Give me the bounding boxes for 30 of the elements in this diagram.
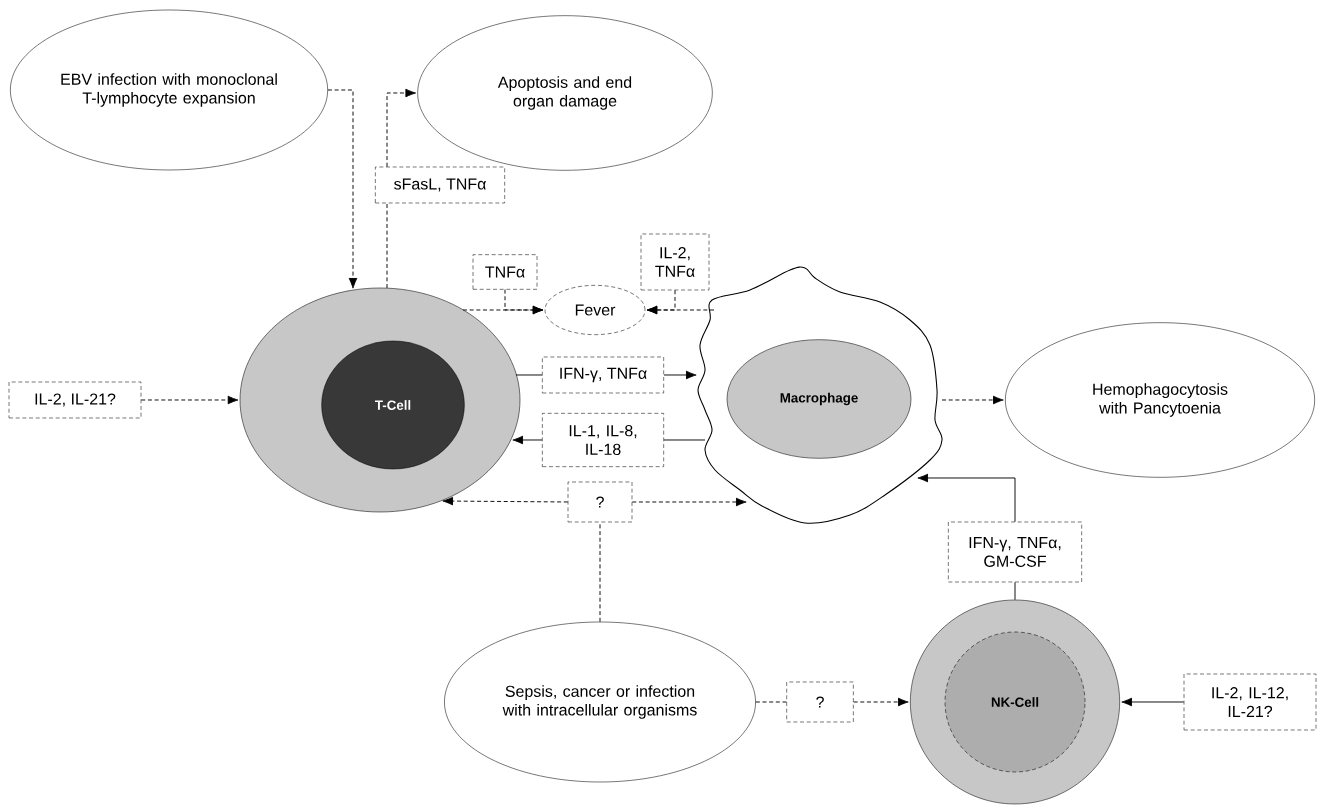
arrow (941, 395, 1004, 405)
arrow (646, 289, 676, 315)
arrow (504, 289, 544, 315)
arrow (663, 370, 697, 380)
cytokine-box: IL-2, TNFα (640, 233, 710, 291)
ellipse-node: Sepsis, cancer or infection with intracellular organisms (444, 621, 756, 783)
question-box: ? (786, 681, 854, 723)
arrow (327, 89, 358, 289)
arrow (1121, 697, 1185, 707)
arrow (442, 496, 569, 506)
arrow (631, 497, 747, 507)
cytokine-box: IFN-γ, TNFα, GM-CSF (948, 521, 1082, 583)
cytokine-box: TNFα (472, 254, 538, 290)
arrow (512, 435, 543, 445)
cytokine-box: IL-1, IL-8, IL-18 (542, 413, 664, 467)
cell-nucleus: Macrophage (726, 339, 912, 459)
cytokine-box: sFasL, TNFα (375, 166, 505, 204)
arrow (386, 88, 416, 168)
ellipse-node: Hemophagocytosis with Pancytoenia (1005, 322, 1315, 478)
arrow (917, 473, 1016, 523)
cytokine-box: IFN-γ, TNFα (542, 356, 664, 394)
cytokine-box: IL-2, IL-21? (8, 381, 142, 419)
cell-nucleus: NK-Cell (944, 631, 1086, 773)
arrow (140, 395, 239, 405)
cytokine-box: IL-2, IL-12, IL-21? (1183, 673, 1317, 731)
ellipse-node: Fever (544, 285, 646, 335)
arrow (853, 697, 909, 707)
ellipse-node: EBV infection with monoclonal T-lymphocyte expansion (10, 9, 328, 171)
question-box: ? (567, 481, 633, 523)
cell-nucleus: T-Cell (321, 340, 465, 470)
